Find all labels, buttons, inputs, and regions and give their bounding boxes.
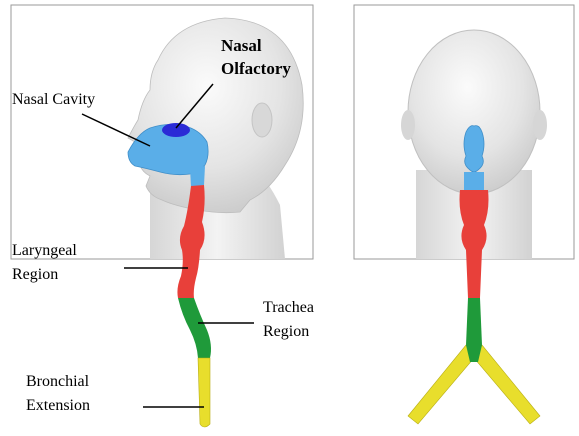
front-laryngeal-shape	[460, 190, 489, 298]
side-ear	[252, 103, 272, 137]
trachea-region-shape	[178, 298, 211, 358]
label-nasal-olfactory-line1: Nasal	[221, 36, 262, 56]
label-laryngeal-line2: Region	[12, 265, 58, 285]
front-ear-right	[533, 110, 547, 140]
nasal-olfactory-shape	[162, 123, 190, 137]
label-nasal-cavity: Nasal Cavity	[12, 90, 95, 110]
label-bronchial-line1: Bronchial	[26, 372, 89, 392]
front-nasal-cavity-shape	[464, 126, 484, 172]
front-pharynx-shape	[464, 172, 484, 190]
label-laryngeal-line1: Laryngeal	[12, 241, 77, 261]
label-trachea-line2: Region	[263, 322, 309, 342]
label-nasal-olfactory-line2: Olfactory	[221, 59, 291, 79]
front-view-panel	[354, 5, 574, 424]
pharynx-shape	[190, 166, 205, 187]
front-ear-left	[401, 110, 415, 140]
bronchial-extension-shape	[198, 358, 210, 427]
front-bronchus-right	[474, 345, 540, 424]
label-bronchial-line2: Extension	[26, 396, 90, 416]
front-bronchus-left	[408, 345, 474, 424]
label-trachea-line1: Trachea	[263, 298, 314, 318]
